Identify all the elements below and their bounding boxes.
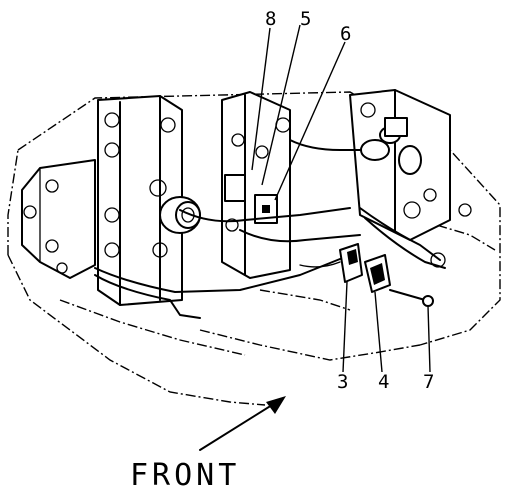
callout-3: 3 <box>337 371 348 393</box>
front-label: FRONT <box>130 458 240 493</box>
callout-5: 5 <box>300 8 311 30</box>
callout-8: 8 <box>265 8 276 30</box>
callout-7: 7 <box>423 371 434 393</box>
main-posts <box>97 95 183 306</box>
cylinder-fitting <box>159 196 201 234</box>
hydraulic-lines <box>94 139 446 319</box>
callout-6: 6 <box>340 23 351 45</box>
clamp-assembly <box>339 243 434 307</box>
front-arrow <box>199 396 286 451</box>
center-bracket <box>221 91 291 279</box>
left-frame <box>21 159 96 279</box>
callout-4: 4 <box>378 371 389 393</box>
leader-lines <box>251 24 431 373</box>
